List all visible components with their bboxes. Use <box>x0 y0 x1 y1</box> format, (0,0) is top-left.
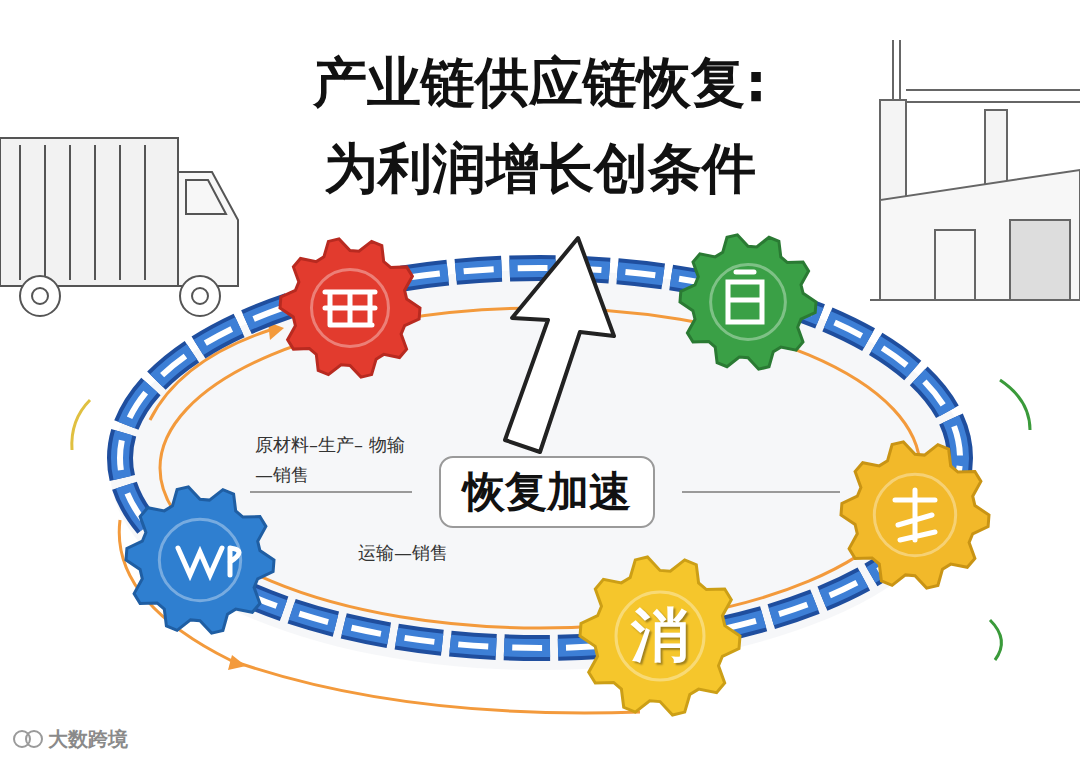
node-text: 恢复加速 <box>463 464 631 520</box>
gear <box>580 557 740 715</box>
watermark: 大数跨境 <box>48 726 168 753</box>
gear <box>680 235 816 369</box>
gear <box>280 239 420 377</box>
node-text: 消 <box>631 597 689 675</box>
flow-label: 运输—销售 <box>358 538 508 568</box>
factory-sketch <box>870 40 1080 300</box>
center-box: 恢复加速 <box>439 456 655 528</box>
flow-label: 原材料–生产– 物输—销售 <box>255 430 405 490</box>
gear-label: 消 <box>631 597 689 675</box>
title: 产业链供应链恢复: 为利润增长创条件 <box>190 40 890 212</box>
gear <box>841 442 989 588</box>
gear <box>126 487 274 633</box>
truck-sketch <box>0 138 238 316</box>
